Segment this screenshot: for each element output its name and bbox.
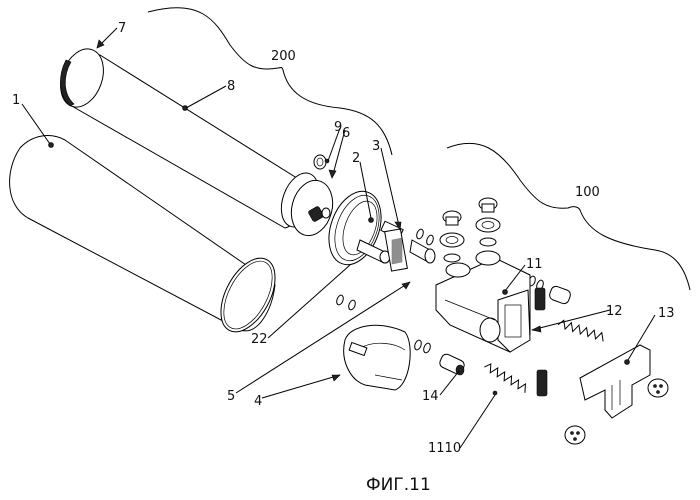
label-2: 2 <box>352 151 360 166</box>
label-7: 7 <box>118 21 126 36</box>
ring-collar <box>344 325 411 390</box>
bracket-fastener-right <box>648 379 668 397</box>
spring-upper-right <box>535 285 572 310</box>
small-o-ring <box>314 155 329 169</box>
label-6: 6 <box>342 126 350 141</box>
label-5: 5 <box>227 389 235 404</box>
valve-insert <box>385 229 435 271</box>
spring-vertical <box>537 370 547 396</box>
spring-mid-right <box>557 319 605 341</box>
label-9: 9 <box>334 120 342 135</box>
label-12: 12 <box>606 304 623 319</box>
label-4: 4 <box>254 394 262 409</box>
label-14: 14 <box>422 389 439 404</box>
label-100: 100 <box>575 185 600 200</box>
label-22: 22 <box>251 332 268 347</box>
label-1: 1 <box>12 93 20 108</box>
label-3: 3 <box>372 139 380 154</box>
label-8: 8 <box>227 79 235 94</box>
label-1110: 1110 <box>428 441 461 456</box>
figure-caption: ФИГ.11 <box>366 475 431 495</box>
label-13: 13 <box>658 306 675 321</box>
compression-spring <box>483 362 529 395</box>
plunger <box>438 353 466 376</box>
mounting-bracket <box>580 345 650 418</box>
valve-body <box>436 251 530 352</box>
label-200: 200 <box>271 49 296 64</box>
label-11: 11 <box>526 257 543 272</box>
bracket-fastener-left <box>565 426 585 444</box>
